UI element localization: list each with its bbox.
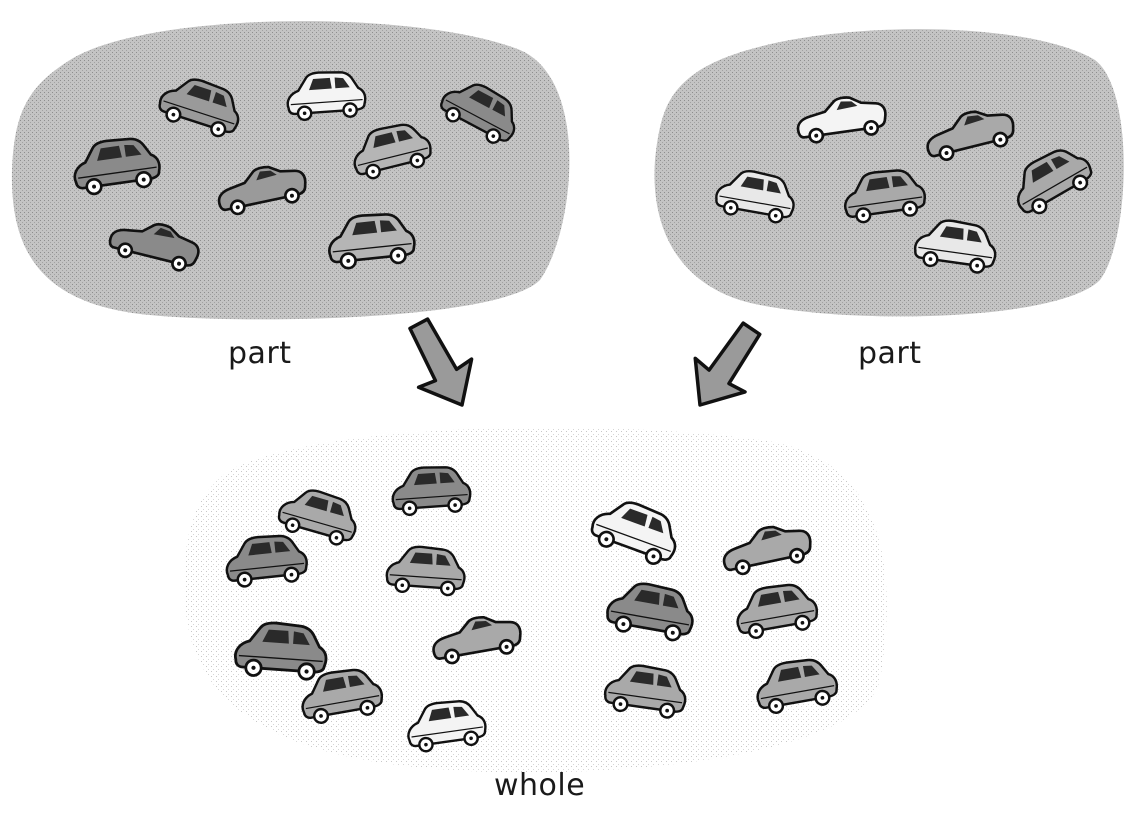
arrow-right-down bbox=[673, 310, 779, 424]
whole-label: whole bbox=[494, 768, 586, 803]
part-label-left: part bbox=[228, 336, 292, 371]
part-label-right: part bbox=[858, 336, 922, 371]
arrow-left-down bbox=[390, 307, 491, 421]
